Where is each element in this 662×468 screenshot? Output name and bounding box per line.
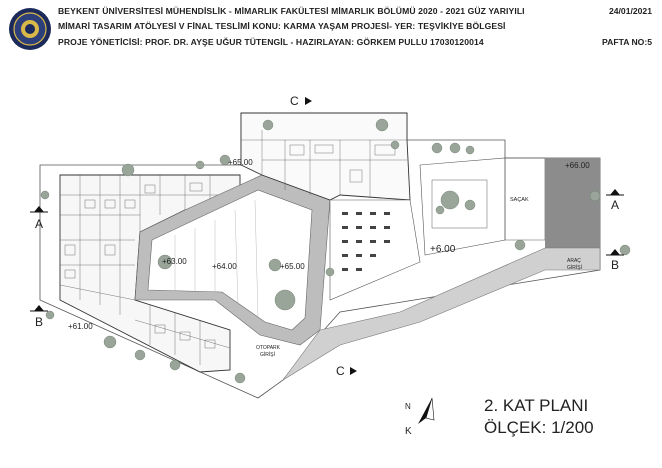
plaza xyxy=(419,157,506,256)
trees xyxy=(40,118,631,384)
section-b-right-label: B xyxy=(611,258,620,272)
level-marker: +65.00 xyxy=(280,262,305,271)
residential-rooms xyxy=(59,175,240,365)
seating-tables xyxy=(342,212,390,271)
north-arrow xyxy=(418,397,435,424)
section-c-bottom-label: C xyxy=(336,364,345,378)
level-marker: +64.00 xyxy=(212,262,237,271)
title-block: BEYKENT ÜNİVERSİTESİ MÜHENDİSLİK - MİMAR… xyxy=(0,0,662,56)
north-label-k: K xyxy=(405,426,412,437)
parking-entrance-label: GİRİŞİ xyxy=(260,352,276,358)
section-a-left-label: A xyxy=(35,217,44,231)
section-c-top-label: C xyxy=(290,94,299,108)
canopy-dark-band xyxy=(545,158,600,248)
level-marker: +63.00 xyxy=(162,257,187,266)
canopy-label: SAÇAK xyxy=(510,197,529,203)
date-label: 24/01/2021 xyxy=(608,6,652,16)
vehicle-label: ARAÇ xyxy=(567,258,581,264)
commercial-rooms xyxy=(241,130,407,198)
university-logo xyxy=(9,8,51,50)
north-label-n: N xyxy=(405,402,411,411)
sheet-number: PAFTA NO:5 xyxy=(602,37,652,47)
drawing-scale: ÖLÇEK: 1/200 xyxy=(484,418,594,437)
header-line-1: BEYKENT ÜNİVERSİTESİ MÜHENDİSLİK - MİMAR… xyxy=(58,6,525,16)
section-b-left-label: B xyxy=(35,315,44,329)
floor-plan-drawing xyxy=(30,97,631,424)
courtyard xyxy=(147,189,313,331)
vehicle-road xyxy=(282,247,601,381)
courtyard-pattern xyxy=(174,199,259,319)
vehicle-entrance-label: GİRİŞİ xyxy=(567,265,583,271)
header-line-3: PROJE YÖNETİCİSİ: PROF. DR. AYŞE UĞUR TÜ… xyxy=(58,37,484,47)
section-a-right-label: A xyxy=(611,198,620,212)
section-markers xyxy=(30,97,624,375)
level-marker: +65.00 xyxy=(228,158,253,167)
level-marker: +61.00 xyxy=(68,322,93,331)
parking-label: OTOPARK xyxy=(256,345,280,351)
header-line-2: MİMARİ TASARIM ATÖLYESİ V FİNAL TESLİMİ … xyxy=(58,21,506,31)
level-marker: +66.00 xyxy=(565,161,590,170)
drawing-title: 2. KAT PLANI xyxy=(484,396,589,415)
seating-area xyxy=(329,199,421,301)
level-marker: +6.00 xyxy=(430,244,456,255)
plaza-lawn xyxy=(431,179,488,229)
